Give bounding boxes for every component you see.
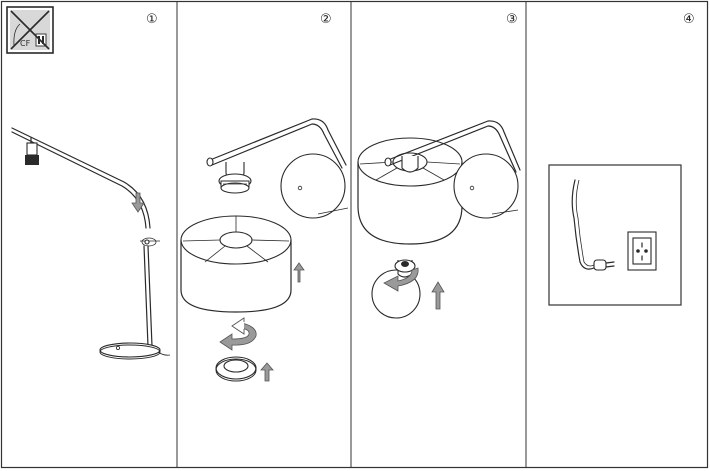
floor-lamp-assembled — [11, 127, 171, 360]
up-arrow-icon — [293, 262, 305, 283]
up-arrow-icon — [431, 281, 445, 310]
warning-label: CF — [20, 39, 31, 48]
step-number-3: ③ — [506, 12, 518, 27]
step-number-4: ④ — [683, 12, 695, 27]
step-3-panel: ③ — [357, 12, 521, 319]
step-2-panel: ② — [180, 12, 349, 382]
rotate-arrow-icon — [219, 321, 257, 351]
step-1-panel: ① CF — [6, 6, 171, 360]
power-plug-icon — [571, 179, 615, 271]
plug-in-panel — [548, 164, 682, 306]
no-cfl-bulb-icon: CF — [6, 6, 54, 54]
rotate-arrow-icon — [383, 267, 419, 292]
down-arrow-icon — [131, 192, 145, 213]
step-number-2: ② — [320, 12, 332, 27]
lamp-shade — [180, 215, 292, 313]
up-arrow-icon — [260, 362, 274, 382]
step-4-panel: ④ — [548, 12, 695, 306]
wall-socket-icon — [627, 231, 657, 271]
step-number-1: ① — [146, 12, 158, 27]
